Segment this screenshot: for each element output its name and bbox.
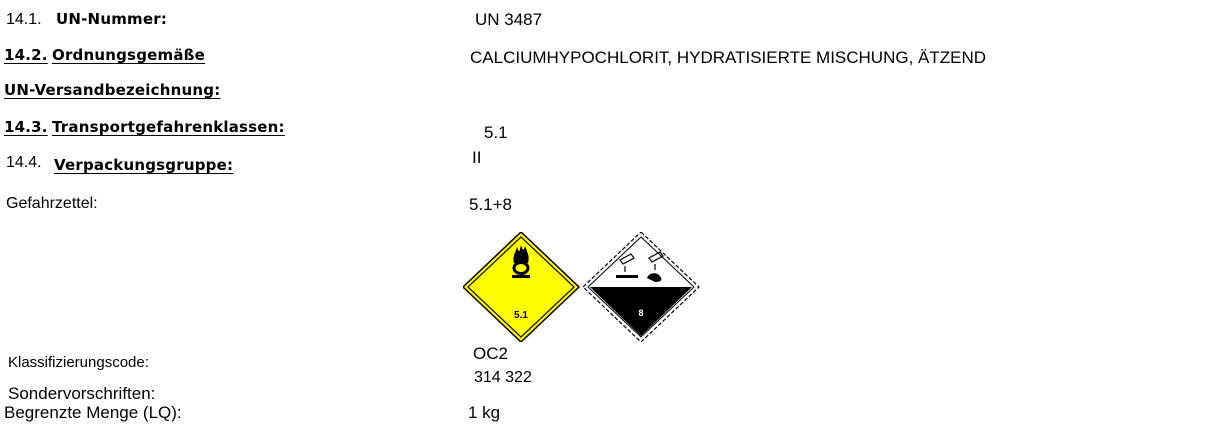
limited-quantity-value: 1 kg (468, 403, 501, 422)
section-14-1-number: 14.1. (6, 11, 42, 28)
section-14-3-value: 5.1 (484, 123, 508, 142)
section-14-3-number: 14.3. (4, 118, 48, 136)
corrosion-icon (616, 251, 664, 282)
hazard-label-caption: Gefahrzettel: (6, 195, 98, 212)
section-14-4-number: 14.4. (6, 154, 42, 171)
section-14-2-number: 14.2. (4, 46, 48, 64)
section-14-3-title: Transportgefahrenklassen: (52, 118, 285, 136)
section-14-1-value: UN 3487 (475, 10, 543, 29)
section-14-2-title-line2: UN-Versandbezeichnung: (4, 81, 221, 99)
section-14-1-title: UN-Nummer: (56, 10, 168, 28)
oxidizer-hazard-label: 5.1 (463, 232, 581, 342)
section-14-4-title: Verpackungsgruppe: (54, 156, 234, 174)
limited-quantity-label: Begrenzte Menge (LQ): (4, 403, 182, 422)
hazard-label-value: 5.1+8 (469, 195, 513, 214)
classification-code-label: Klassifizierungscode: (8, 354, 149, 371)
special-provisions-label: Sondervorschriften: (8, 384, 156, 403)
classification-code-value: OC2 (473, 344, 508, 363)
oxidizer-class-number: 5.1 (514, 310, 528, 321)
corrosive-class-number: 8 (638, 308, 643, 318)
section-14-2-title-line1: Ordnungsgemäße (52, 46, 206, 64)
flame-over-circle-icon (512, 245, 530, 278)
special-provisions-value: 314 322 (474, 369, 532, 386)
hazard-labels: 5.1 8 (463, 232, 700, 342)
section-14-4-value: II (472, 148, 482, 167)
corrosive-hazard-label: 8 (582, 232, 700, 342)
section-14-2-value: CALCIUMHYPOCHLORIT, HYDRATISIERTE MISCHU… (470, 48, 987, 67)
